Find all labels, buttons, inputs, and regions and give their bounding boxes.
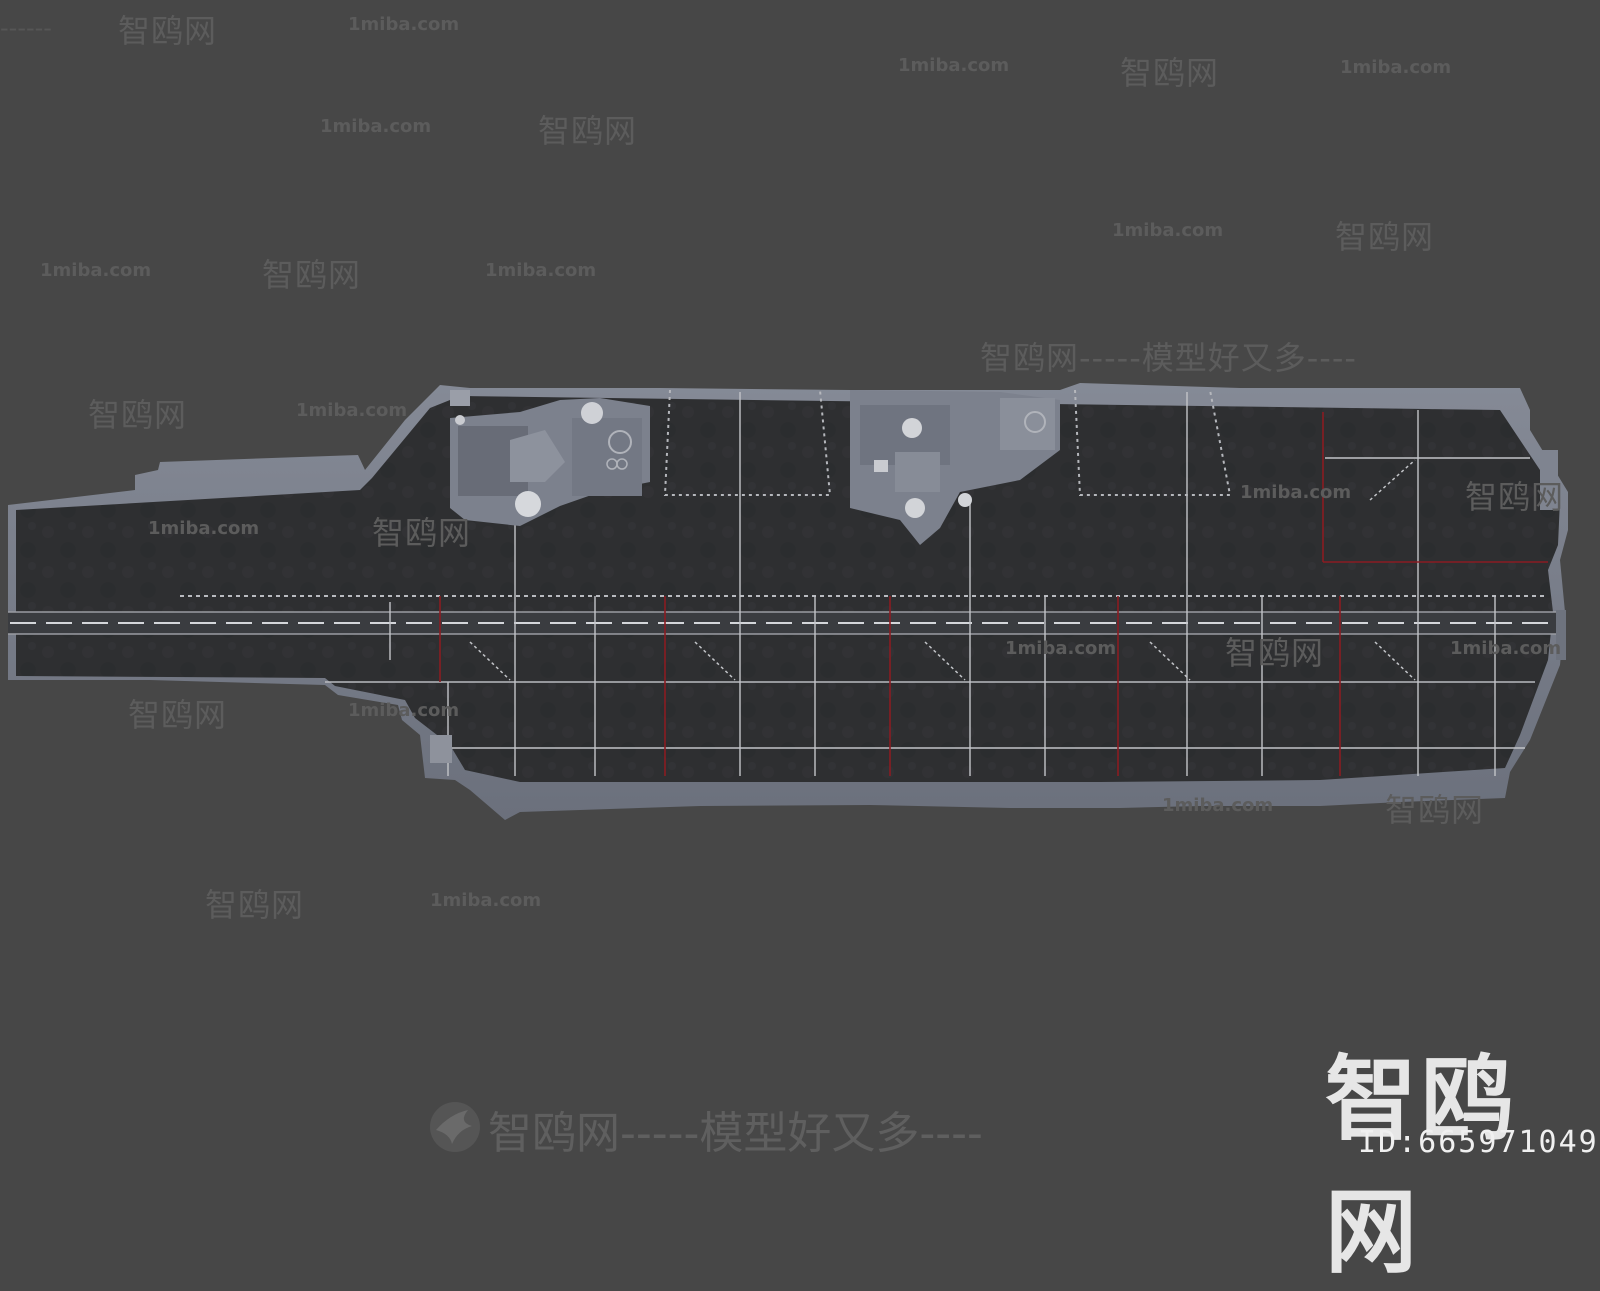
bird-logo-icon — [430, 1102, 480, 1152]
render-viewport — [8, 383, 1568, 820]
asset-id-label: ID:665971049 — [1358, 1125, 1599, 1160]
safety-lines — [439, 412, 1548, 776]
island-superstructure-left — [450, 390, 650, 526]
island-superstructure-right — [850, 390, 1060, 545]
watermark-banner: 智鸥网-----模型好又多---- — [488, 1108, 983, 1159]
deck-grid — [389, 392, 1530, 776]
aircraft-carrier-icon — [8, 383, 1568, 820]
flight-deck — [16, 396, 1560, 782]
